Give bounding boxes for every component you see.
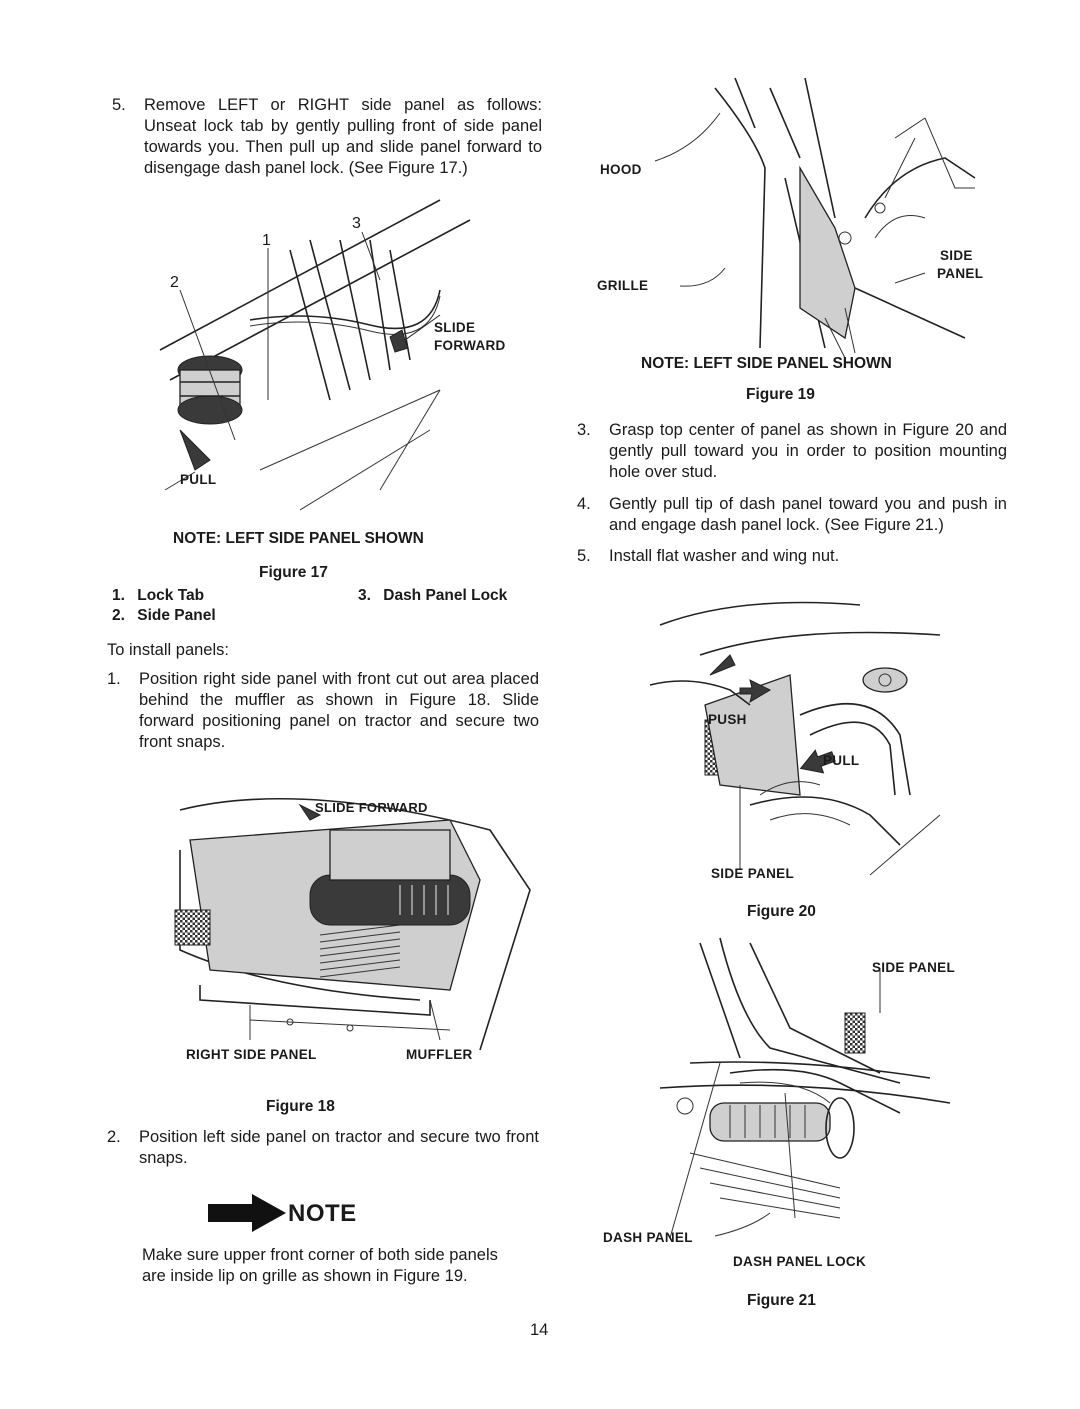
figure-20-illustration: PUSH PULL SIDE PANEL [640,585,980,885]
note-title: NOTE [288,1200,357,1227]
figure-21-illustration: SIDE PANEL DASH PANEL DASH PANEL LOCK [600,937,980,1273]
figure-21-caption: Figure 21 [747,1292,816,1309]
side-panel-label: SIDE PANEL [872,960,956,975]
callout-1: 1 [262,232,272,249]
step-2-position-left-panel: 2. Position left side panel on tractor a… [107,1127,539,1169]
right-side-panel-label: RIGHT SIDE PANEL [186,1047,317,1062]
dash-panel-label: DASH PANEL [603,1230,693,1245]
step-4-pull-dash-panel: 4. Gently pull tip of dash panel toward … [577,494,1007,536]
dash-panel-lock-label: DASH PANEL LOCK [733,1254,867,1269]
note-header: NOTE [208,1192,358,1234]
muffler-label: MUFFLER [406,1047,473,1062]
step-number: 3. [577,421,591,439]
step-text: Install flat washer and wing nut. [609,547,840,565]
legend-label: Side Panel [137,607,216,624]
legend-label: Dash Panel Lock [383,587,508,604]
step-3-grasp-panel: 3. Grasp top center of panel as shown in… [577,420,1007,483]
step-text: Remove LEFT or RIGHT side panel as follo… [144,96,542,177]
legend-number: 3. [358,587,371,604]
side-panel-label: SIDE PANEL [711,866,795,881]
step-text: Position left side panel on tractor and … [139,1128,539,1167]
figure-17-caption: Figure 17 [259,564,328,581]
legend-item-side-panel: 2. Side Panel [112,607,216,625]
legend-number: 2. [112,607,125,624]
push-label: PUSH [708,712,747,727]
figure-18-caption: Figure 18 [266,1098,335,1115]
grille-label: GRILLE [597,278,649,293]
step-number: 5. [577,547,591,565]
figure-20-caption: Figure 20 [747,903,816,920]
callout-3: 3 [352,215,362,232]
side-label: SIDE [940,248,973,263]
legend-item-dash-panel-lock: 3. Dash Panel Lock [358,587,507,605]
legend-label: Lock Tab [137,587,205,604]
callout-2: 2 [170,274,180,291]
panel-label: PANEL [937,266,984,281]
figure-18-illustration: SLIDE FORWARD RIGHT SIDE PANEL MUFFLER [150,760,550,1062]
step-number: 2. [107,1128,121,1146]
legend-number: 1. [112,587,125,604]
install-intro: To install panels: [107,641,229,659]
note-text: Make sure upper front corner of both sid… [142,1246,498,1285]
note-arrow-icon [208,1194,286,1232]
figure-19-caption: Figure 19 [746,386,815,403]
slide-label: SLIDE [434,320,476,335]
step-text: Gently pull tip of dash panel toward you… [609,495,1007,534]
page-number: 14 [530,1321,549,1339]
figure-19-note: NOTE: LEFT SIDE PANEL SHOWN [641,355,892,372]
step-1-position-right-panel: 1. Position right side panel with front … [107,669,539,753]
figure-17-illustration: 1 2 3 SLIDE FORWARD PULL [140,199,560,511]
step-5-install-washer: 5. Install flat washer and wing nut. [577,546,1007,567]
forward-label: FORWARD [434,338,506,353]
hood-label: HOOD [600,162,642,177]
slide-forward-label: SLIDE FORWARD [315,800,428,815]
step-number: 4. [577,495,591,513]
step-5-remove-panel: 5. Remove LEFT or RIGHT side panel as fo… [112,95,542,179]
figure-17-note: NOTE: LEFT SIDE PANEL SHOWN [173,530,424,547]
legend-item-lock-tab: 1. Lock Tab [112,587,204,605]
step-number: 1. [107,670,121,688]
pull-label: PULL [180,472,217,487]
pull-label: PULL [823,753,860,768]
figure-19-illustration: HOOD GRILLE SIDE PANEL [595,77,1015,359]
step-text: Grasp top center of panel as shown in Fi… [609,421,1007,481]
step-text: Position right side panel with front cut… [139,670,539,751]
step-number: 5. [112,96,126,114]
